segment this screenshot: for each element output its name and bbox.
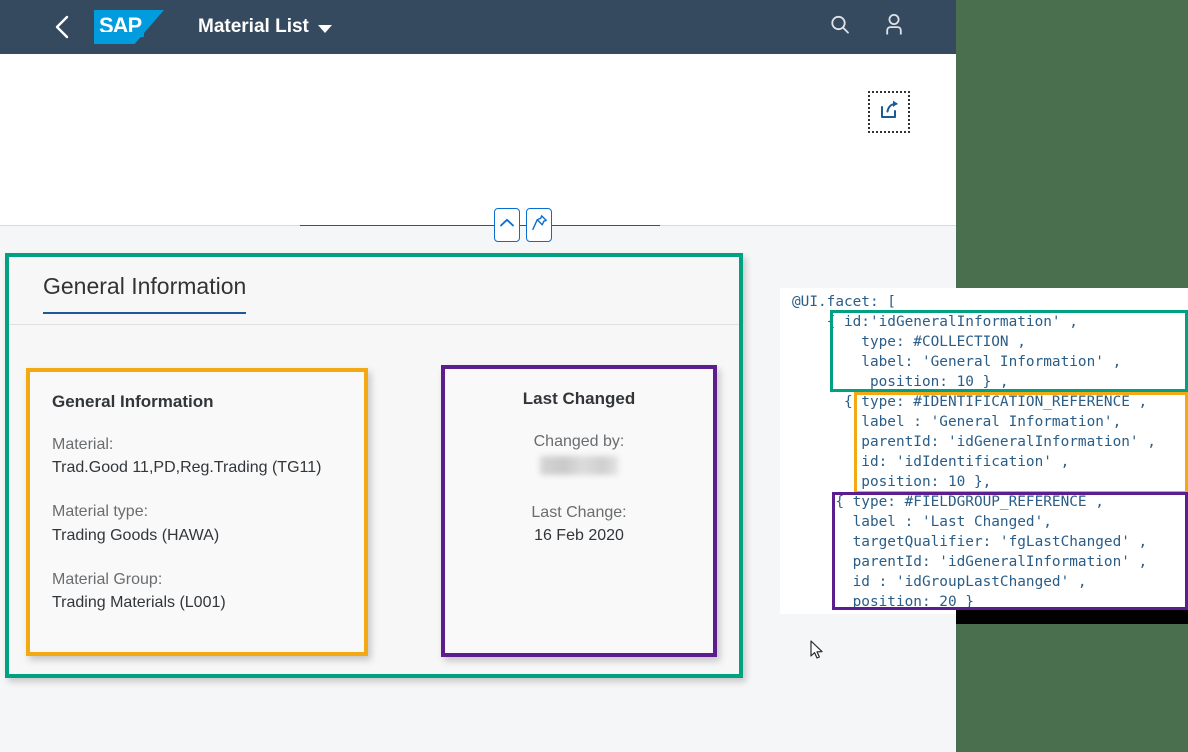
share-icon (877, 98, 901, 127)
card-general-information: General Information Material: Trad.Good … (26, 368, 368, 656)
field-changed-by: Changed by: (467, 430, 691, 480)
header-divider-accent (300, 225, 660, 226)
card-general-information-surface: General Information Material: Trad.Good … (30, 372, 364, 652)
field-last-change: Last Change: 16 Feb 2020 (467, 501, 691, 547)
mouse-cursor (810, 640, 826, 662)
field-label: Material type: (52, 503, 149, 521)
field-value: 16 Feb 2020 (534, 527, 624, 545)
field-label: Material: (52, 436, 114, 453)
pin-header-button[interactable] (526, 208, 552, 242)
field-label: Changed by: (533, 433, 625, 450)
caret-down-icon (317, 24, 332, 33)
collapse-header-button[interactable] (494, 208, 520, 242)
user-button[interactable] (878, 11, 910, 43)
field-material-type: Material type: Trading Goods (HAWA) (52, 500, 342, 546)
chevron-left-icon (53, 14, 71, 40)
sap-logo-underline (100, 32, 144, 37)
search-button[interactable] (824, 11, 856, 43)
sap-logo[interactable]: SAP (94, 10, 164, 44)
object-page-header (0, 54, 956, 226)
general-information-section: General Information General Information … (5, 253, 743, 678)
share-button[interactable] (868, 91, 910, 133)
section-surface: General Information General Information … (9, 257, 739, 674)
field-material-group: Material Group: Trading Materials (L001) (52, 568, 342, 614)
card-last-changed: Last Changed Changed by: Last Change: 16… (441, 365, 717, 657)
card-title: General Information (52, 392, 214, 411)
section-tabbar: General Information (9, 257, 739, 325)
field-label: Last Change: (531, 504, 627, 522)
field-value: Trad.Good 11,PD,Reg.Trading (TG11) (52, 459, 322, 477)
pin-icon (531, 214, 548, 236)
cds-annotation-code-panel: @UI.facet: [ { id:'idGeneralInformation'… (780, 288, 1188, 614)
shell-actions (824, 11, 910, 43)
field-material: Material: Trad.Good 11,PD,Reg.Trading (T… (52, 433, 342, 479)
code-text: @UI.facet: [ { id:'idGeneralInformation'… (792, 294, 1156, 610)
tab-general-information[interactable]: General Information (43, 273, 247, 314)
back-button[interactable] (40, 5, 84, 49)
page-title: Material List (198, 16, 309, 37)
app-title-dropdown[interactable]: Material List (198, 16, 332, 38)
header-toggle-group (494, 208, 552, 242)
code-panel-shadow (956, 610, 1188, 624)
field-value: Trading Materials (L001) (52, 593, 226, 611)
redacted-user-value (540, 456, 618, 476)
chevron-up-icon (499, 216, 515, 234)
field-value: Trading Goods (HAWA) (52, 526, 220, 544)
card-title: Last Changed (522, 389, 636, 408)
card-last-changed-surface: Last Changed Changed by: Last Change: 16… (445, 369, 713, 653)
user-icon (883, 13, 905, 42)
search-icon (829, 14, 851, 41)
shell-header: SAP Material List (0, 0, 956, 54)
field-label: Material Group: (52, 570, 163, 588)
